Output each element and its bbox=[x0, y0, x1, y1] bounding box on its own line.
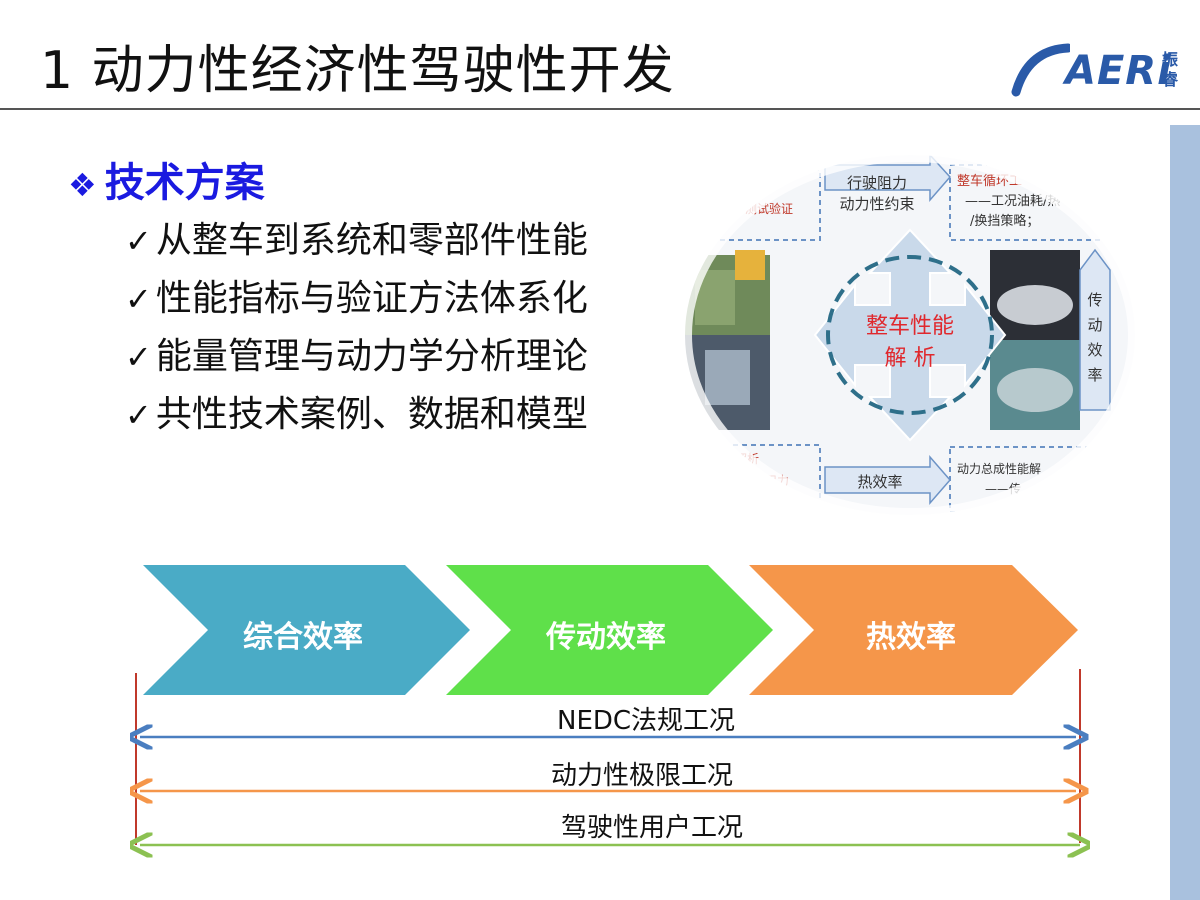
list-item: ✓能量管理与动力学分析理论 bbox=[125, 336, 588, 377]
range-label-nedc: NEDC法规工况 bbox=[557, 706, 736, 736]
chevron-label: 综合效率 bbox=[243, 620, 363, 655]
top-box-line1: 行驶阻力 bbox=[847, 174, 907, 192]
logo-chinese: 振睿 bbox=[1162, 50, 1179, 89]
checkmark-icon: ✓ bbox=[125, 280, 152, 318]
operating-ranges bbox=[130, 669, 1090, 865]
bottom-right-line1: 动力总成性能解 bbox=[957, 462, 1041, 476]
chevron-step bbox=[749, 565, 1078, 695]
chevron-label: 热效率 bbox=[866, 620, 956, 655]
arrow-box-right bbox=[1079, 248, 1111, 411]
section-heading: ❖技术方案 bbox=[68, 150, 265, 208]
checkmark-icon: ✓ bbox=[125, 338, 152, 376]
vehicle-performance-diagram: 行驶阻力 动力性约束 热效率 评 目标测试验证 整车循环工 ——工况油耗/热 /… bbox=[685, 155, 1135, 515]
right-vertical-char: 传 bbox=[1087, 291, 1102, 309]
chevron-label: 传动效率 bbox=[546, 620, 666, 655]
four-way-arrow-icon bbox=[813, 228, 1007, 442]
center-line2: 解 析 bbox=[885, 346, 936, 371]
checkmark-icon: ✓ bbox=[125, 396, 152, 434]
logo-arc-icon bbox=[1011, 43, 1070, 97]
right-decorative-band bbox=[1170, 125, 1200, 900]
checkmark-icon: ✓ bbox=[125, 222, 152, 260]
list-item: ✓从整车到系统和零部件性能 bbox=[125, 220, 588, 261]
top-right-line2: ——工况油耗/热 bbox=[965, 194, 1060, 209]
center-line1: 整车性能 bbox=[866, 314, 954, 339]
bottom-box-label: 热效率 bbox=[857, 473, 902, 491]
range-label-drivability: 驾驶性用户工况 bbox=[561, 813, 744, 843]
company-logo: AERi 振睿 bbox=[1010, 40, 1185, 100]
top-box-line2: 动力性约束 bbox=[839, 195, 914, 213]
top-left-line1: 评 bbox=[745, 182, 757, 196]
arrow-box-bottom bbox=[824, 454, 951, 506]
list-item: ✓共性技术案例、数据和模型 bbox=[125, 394, 588, 435]
checklist: ✓从整车到系统和零部件性能 ✓性能指标与验证方法体系化 ✓能量管理与动力学分析理… bbox=[125, 212, 588, 444]
slide-title: 1 动力性经济性驾驶性开发 bbox=[40, 41, 675, 101]
dashed-circle bbox=[826, 255, 994, 415]
diamond-bullet-icon: ❖ bbox=[68, 166, 97, 204]
section-heading-text: 技术方案 bbox=[104, 160, 265, 206]
top-right-line3: /换挡策略； bbox=[970, 213, 1039, 229]
chevron-step bbox=[143, 565, 470, 695]
right-vertical-char: 效 bbox=[1087, 341, 1102, 359]
title-divider bbox=[0, 108, 1200, 110]
right-vertical-char: 率 bbox=[1087, 366, 1102, 384]
chevron-step bbox=[446, 565, 773, 695]
efficiency-flow bbox=[143, 565, 1078, 695]
logo-wordmark: AERi bbox=[1065, 48, 1172, 94]
right-vertical-char: 动 bbox=[1087, 316, 1102, 334]
list-item: ✓性能指标与验证方法体系化 bbox=[125, 278, 588, 319]
range-label-power: 动力性极限工况 bbox=[551, 761, 734, 791]
